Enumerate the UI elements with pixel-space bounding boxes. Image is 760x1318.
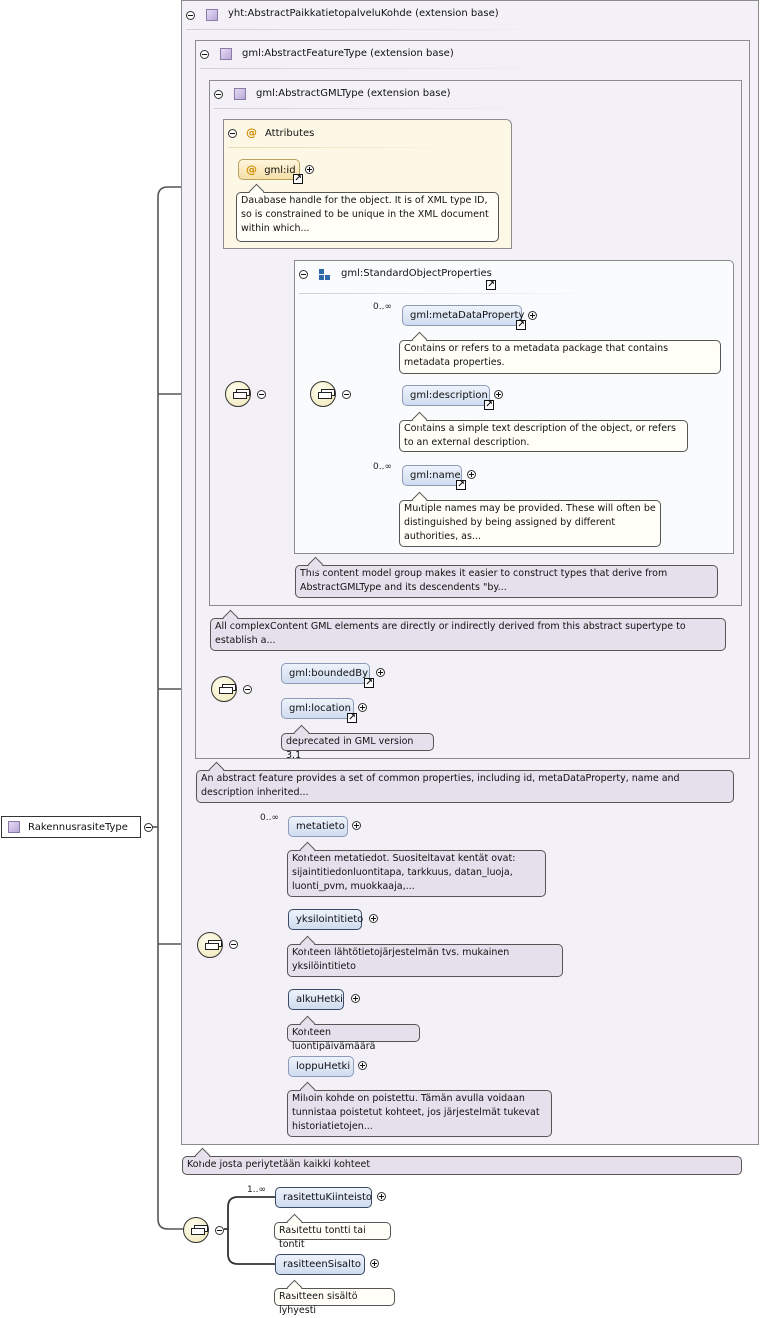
element-label: gml:boundedBy	[289, 668, 369, 679]
element-label: yksilointitieto	[296, 914, 364, 925]
element-doc: Kohteen lähtötietojärjestelmän tvs. muka…	[287, 944, 563, 977]
element-gml-boundedby[interactable]: gml:boundedBy	[281, 663, 370, 684]
element-gml-metadataproperty[interactable]: gml:metaDataProperty	[402, 305, 525, 326]
element-yksilointitieto[interactable]: yksilointitieto	[288, 909, 364, 930]
complex-type-icon	[8, 821, 20, 833]
sequence-icon[interactable]	[197, 932, 223, 958]
expand-icon[interactable]	[376, 668, 385, 677]
extension-outer-doc: Kohde josta periytetään kaikki kohteet	[182, 1156, 742, 1175]
element-label: metatieto	[296, 821, 345, 832]
attribute-gml-id-label: gml:id	[264, 165, 296, 176]
complex-type-icon	[234, 88, 246, 100]
element-label: gml:metaDataProperty	[410, 310, 525, 321]
complex-type-icon	[220, 48, 232, 60]
attributes-title: Attributes	[265, 128, 315, 139]
cardinality: 0..∞	[373, 302, 392, 312]
sequence-icon[interactable]	[310, 381, 336, 407]
expand-icon[interactable]	[369, 914, 378, 923]
extension-outer-title: yht:AbstractPaikkatietopalveluKohde (ext…	[228, 8, 499, 19]
root-type-label: RakennusrasiteType	[28, 821, 128, 833]
element-label: rasitettuKiinteisto	[283, 1192, 373, 1203]
sequence-icon[interactable]	[225, 381, 251, 407]
expand-icon[interactable]	[352, 821, 361, 830]
element-label: alkuHetki	[296, 994, 343, 1005]
element-label: gml:description	[410, 390, 488, 401]
cardinality: 0..∞	[260, 813, 279, 823]
element-rasitteensisalto[interactable]: rasitteenSisalto	[275, 1254, 365, 1275]
extension-feature-title: gml:AbstractFeatureType (extension base)	[242, 48, 454, 59]
reference-arrow-icon: ↗	[456, 480, 466, 490]
element-label: loppuHetki	[296, 1061, 351, 1072]
element-doc: Milloin kohde on poistettu. Tämän avulla…	[287, 1090, 552, 1137]
collapse-icon[interactable]	[186, 11, 195, 20]
collapse-icon[interactable]	[342, 390, 351, 399]
element-gml-location[interactable]: gml:location	[281, 698, 354, 719]
collapse-icon[interactable]	[215, 1226, 224, 1235]
reference-arrow-icon: ↗	[516, 320, 526, 330]
element-gml-name[interactable]: gml:name	[402, 465, 462, 486]
sequence-icon[interactable]	[211, 676, 237, 702]
collapse-icon[interactable]	[228, 129, 237, 138]
expand-icon[interactable]	[358, 703, 367, 712]
cardinality: 0..∞	[373, 462, 392, 472]
extension-feature-doc: An abstract feature provides a set of co…	[196, 770, 734, 803]
element-doc: Multiple names may be provided. These wi…	[399, 500, 661, 547]
element-loppuhetki[interactable]: loppuHetki	[288, 1056, 354, 1077]
expand-icon[interactable]	[494, 390, 503, 399]
element-label: rasitteenSisalto	[283, 1259, 361, 1270]
collapse-icon[interactable]	[257, 390, 266, 399]
collapse-icon[interactable]	[200, 50, 209, 59]
element-doc: Rasitettu tontti tai tontit	[274, 1222, 391, 1250]
element-doc: Contains a simple text description of th…	[399, 420, 688, 452]
expand-icon[interactable]	[358, 1061, 367, 1070]
sequence-icon[interactable]	[183, 1217, 209, 1243]
element-doc: Contains or refers to a metadata package…	[399, 340, 721, 374]
element-doc: Kohteen metatiedot. Suositeltavat kentät…	[287, 850, 546, 897]
reference-arrow-icon: ↗	[486, 280, 496, 290]
reference-arrow-icon: ↗	[484, 400, 494, 410]
element-doc: Rasitteen sisältö lyhyesti	[274, 1288, 395, 1316]
expand-icon[interactable]	[351, 994, 360, 1003]
expand-icon[interactable]	[377, 1192, 386, 1201]
extension-gml-title: gml:AbstractGMLType (extension base)	[256, 88, 451, 99]
expand-icon[interactable]	[467, 470, 476, 479]
complex-type-icon	[206, 9, 218, 21]
element-label: gml:name	[410, 470, 461, 481]
element-doc: Kohteen luontipäivämäärä	[287, 1024, 420, 1052]
std-props-doc: This content model group makes it easier…	[295, 565, 718, 598]
expand-icon[interactable]	[528, 311, 537, 320]
element-rasitettukiinteisto[interactable]: rasitettuKiinteisto	[275, 1187, 372, 1208]
std-props-title: gml:StandardObjectProperties	[341, 268, 492, 279]
collapse-icon[interactable]	[214, 90, 223, 99]
collapse-icon[interactable]	[299, 270, 308, 279]
extension-gml-doc: All complexContent GML elements are dire…	[210, 618, 726, 651]
cardinality: 1..∞	[247, 1185, 266, 1195]
attribute-icon: @	[246, 163, 257, 176]
expand-icon[interactable]	[370, 1259, 379, 1268]
expand-icon[interactable]	[305, 165, 314, 174]
attribute-gml-id-doc: Database handle for the object. It is of…	[236, 192, 499, 242]
element-doc: deprecated in GML version 3.1	[281, 733, 434, 761]
collapse-icon[interactable]	[243, 685, 252, 694]
reference-arrow-icon: ↗	[364, 678, 374, 688]
collapse-root-icon[interactable]	[144, 823, 153, 832]
group-icon	[319, 269, 331, 281]
root-type[interactable]: RakennusrasiteType	[1, 816, 141, 838]
element-alkuhetki[interactable]: alkuHetki	[288, 989, 344, 1010]
reference-arrow-icon: ↗	[293, 174, 303, 184]
element-gml-description[interactable]: gml:description	[402, 385, 490, 406]
attribute-icon: @	[246, 126, 257, 139]
element-label: gml:location	[289, 703, 351, 714]
reference-arrow-icon: ↗	[347, 713, 357, 723]
attribute-gml-id[interactable]: @ gml:id	[238, 159, 300, 180]
element-metatieto[interactable]: metatieto	[288, 816, 348, 837]
collapse-icon[interactable]	[229, 940, 238, 949]
